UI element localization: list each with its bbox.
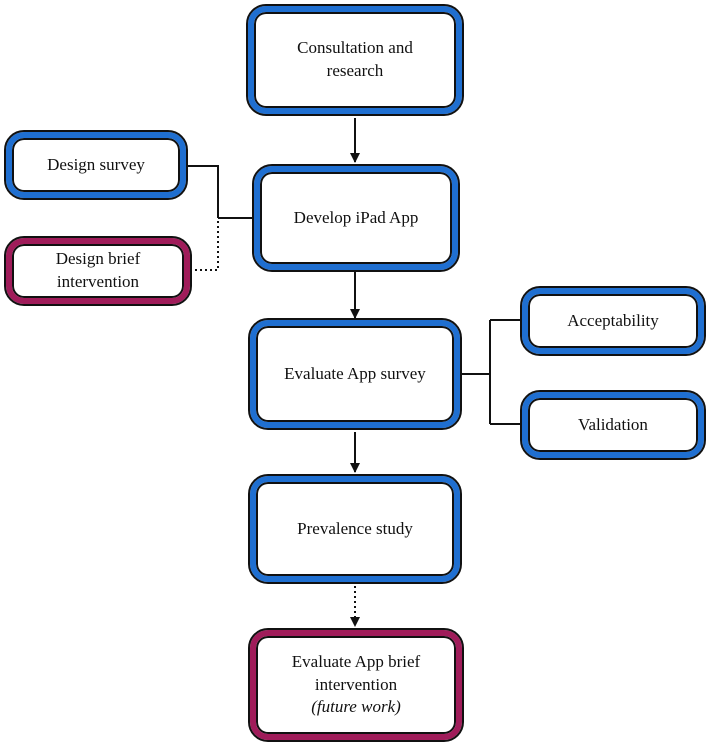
- node-evaluate-brief-note: (future work): [311, 697, 401, 717]
- node-acceptability: Acceptability: [520, 286, 706, 356]
- node-design-brief-label: Design brief intervention: [55, 249, 141, 291]
- node-design-brief: Design brief intervention: [4, 236, 192, 306]
- node-acceptability-label: Acceptability: [567, 310, 659, 330]
- node-design-survey: Design survey: [4, 130, 188, 200]
- node-design-survey-label: Design survey: [47, 154, 145, 174]
- node-consultation: Consultation and research: [246, 4, 464, 116]
- connector-design-survey: [186, 165, 219, 218]
- node-validation: Validation: [520, 390, 706, 460]
- node-evaluate-brief-label: Evaluate App brief intervention: [291, 651, 421, 694]
- node-consultation-label: Consultation and research: [297, 38, 413, 80]
- node-prevalence-label: Prevalence study: [297, 518, 413, 538]
- node-validation-label: Validation: [578, 414, 648, 434]
- node-prevalence: Prevalence study: [248, 474, 462, 584]
- node-evaluate-brief-content: Evaluate App brief intervention (future …: [284, 651, 428, 720]
- node-develop-app-label: Develop iPad App: [293, 207, 419, 227]
- node-evaluate-brief: Evaluate App brief intervention (future …: [248, 628, 464, 742]
- connector-design-brief-dotted: [190, 218, 219, 271]
- node-evaluate-survey-label: Evaluate App survey: [284, 363, 426, 383]
- node-evaluate-survey: Evaluate App survey: [248, 318, 462, 430]
- node-develop-app: Develop iPad App: [252, 164, 460, 272]
